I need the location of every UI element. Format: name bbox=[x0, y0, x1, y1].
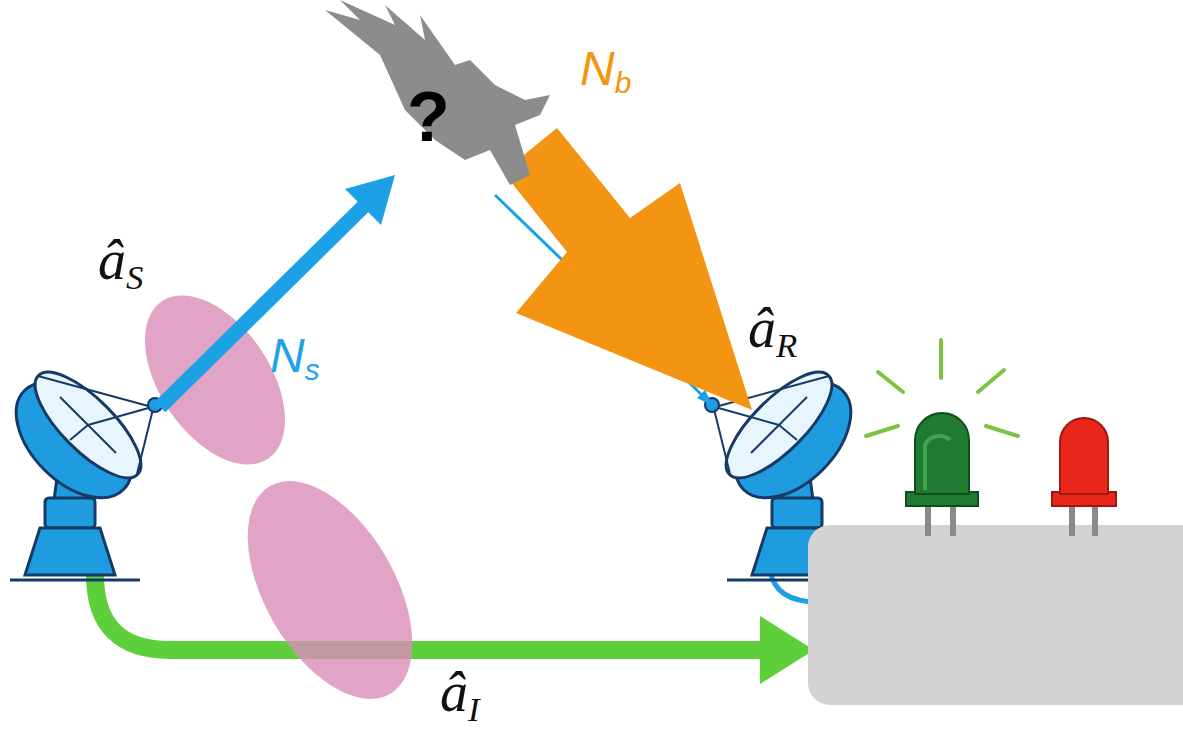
subscript: S bbox=[126, 258, 143, 297]
entanglement-lobe bbox=[214, 454, 447, 727]
subscript: I bbox=[468, 690, 480, 729]
signal-arrow bbox=[160, 205, 365, 407]
symbol-label: âR bbox=[748, 300, 797, 356]
bird-node: ? bbox=[285, 0, 565, 195]
green-led bbox=[906, 413, 978, 536]
symbol-label: âS bbox=[98, 232, 143, 288]
detector-box bbox=[808, 525, 1183, 705]
question-mark: ? bbox=[407, 82, 450, 152]
transmitter-dish bbox=[0, 357, 162, 580]
idler-arrowhead bbox=[760, 616, 814, 684]
led-glow bbox=[866, 340, 1018, 436]
subscript: s bbox=[305, 353, 320, 386]
red-led bbox=[1052, 418, 1116, 536]
symbol-label: âI bbox=[440, 664, 480, 720]
noise-arrow bbox=[503, 128, 752, 410]
signal-arrowhead bbox=[345, 175, 395, 225]
entanglement-lobe bbox=[116, 270, 313, 489]
bird-shape bbox=[325, 0, 550, 185]
subscript: R bbox=[776, 326, 797, 365]
subscript: b bbox=[615, 66, 632, 99]
symbol-label: Ns bbox=[270, 332, 320, 380]
symbol-label: Nb bbox=[580, 45, 631, 93]
idler-arrow bbox=[95, 575, 765, 650]
